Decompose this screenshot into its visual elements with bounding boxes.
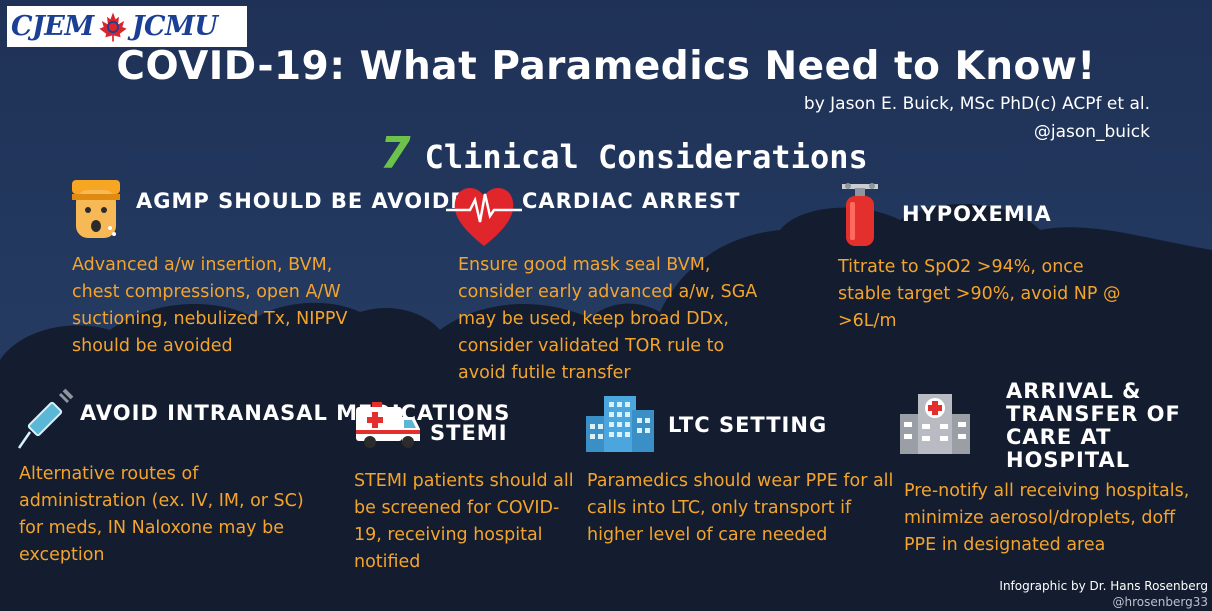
subheading-number: 7 <box>380 128 411 179</box>
byline: by Jason E. Buick, MSc PhD(c) ACPf et al… <box>804 90 1150 146</box>
building-icon <box>586 396 654 452</box>
text-stemi: STEMI patients should all be screened fo… <box>354 471 574 572</box>
text-hypoxemia: Titrate to SpO2 >94%, once stable target… <box>838 257 1121 331</box>
heading-cardiac-arrest: Cardiac Arrest <box>522 189 741 213</box>
credit-handle: @hrosenberg33 <box>1112 595 1208 609</box>
text-agmp: Advanced a/w insertion, BVM, chest compr… <box>72 255 348 356</box>
syringe-icon <box>17 388 74 449</box>
journal-logo: CJEM JCMU <box>7 6 247 47</box>
text-ltc: Paramedics should wear PPE for all calls… <box>587 471 894 545</box>
face-mask-icon <box>72 180 120 238</box>
heart-ecg-icon <box>446 187 522 246</box>
heading-agmp: AGMP should be avoided <box>136 189 485 213</box>
text-cardiac-arrest: Ensure good mask seal BVM, consider earl… <box>458 255 758 383</box>
heading-ltc: LTC Setting <box>668 413 828 437</box>
heading-arrival-transfer: Arrival & Transfer of Care at Hospital <box>1006 379 1181 472</box>
heading-hypoxemia: Hypoxemia <box>902 202 1052 226</box>
oxygen-tank-icon <box>842 183 878 246</box>
text-intranasal: Alternative routes of administration (ex… <box>19 464 304 565</box>
credit-text: Infographic by Dr. Hans Rosenberg <box>999 579 1208 593</box>
page-title: COVID-19: What Paramedics Need to Know! <box>116 44 1096 89</box>
logo-text-left: CJEM <box>11 11 94 42</box>
subheading-text: Clinical Considerations <box>424 138 868 176</box>
text-arrival-transfer: Pre-notify all receiving hospitals, mini… <box>904 481 1190 555</box>
ambulance-icon <box>356 402 420 448</box>
logo-text-right: JCMU <box>131 11 218 42</box>
infographic-credit: Infographic by Dr. Hans Rosenberg @hrose… <box>999 578 1208 610</box>
maple-leaf-icon <box>99 12 127 41</box>
byline-author: by Jason E. Buick, MSc PhD(c) ACPf et al… <box>803 94 1150 114</box>
byline-handle: @jason_buick <box>1033 122 1150 142</box>
section-subheading: 7 Clinical Considerations <box>380 128 868 179</box>
hospital-icon <box>900 394 970 454</box>
heading-stemi: STEMI <box>430 421 508 445</box>
